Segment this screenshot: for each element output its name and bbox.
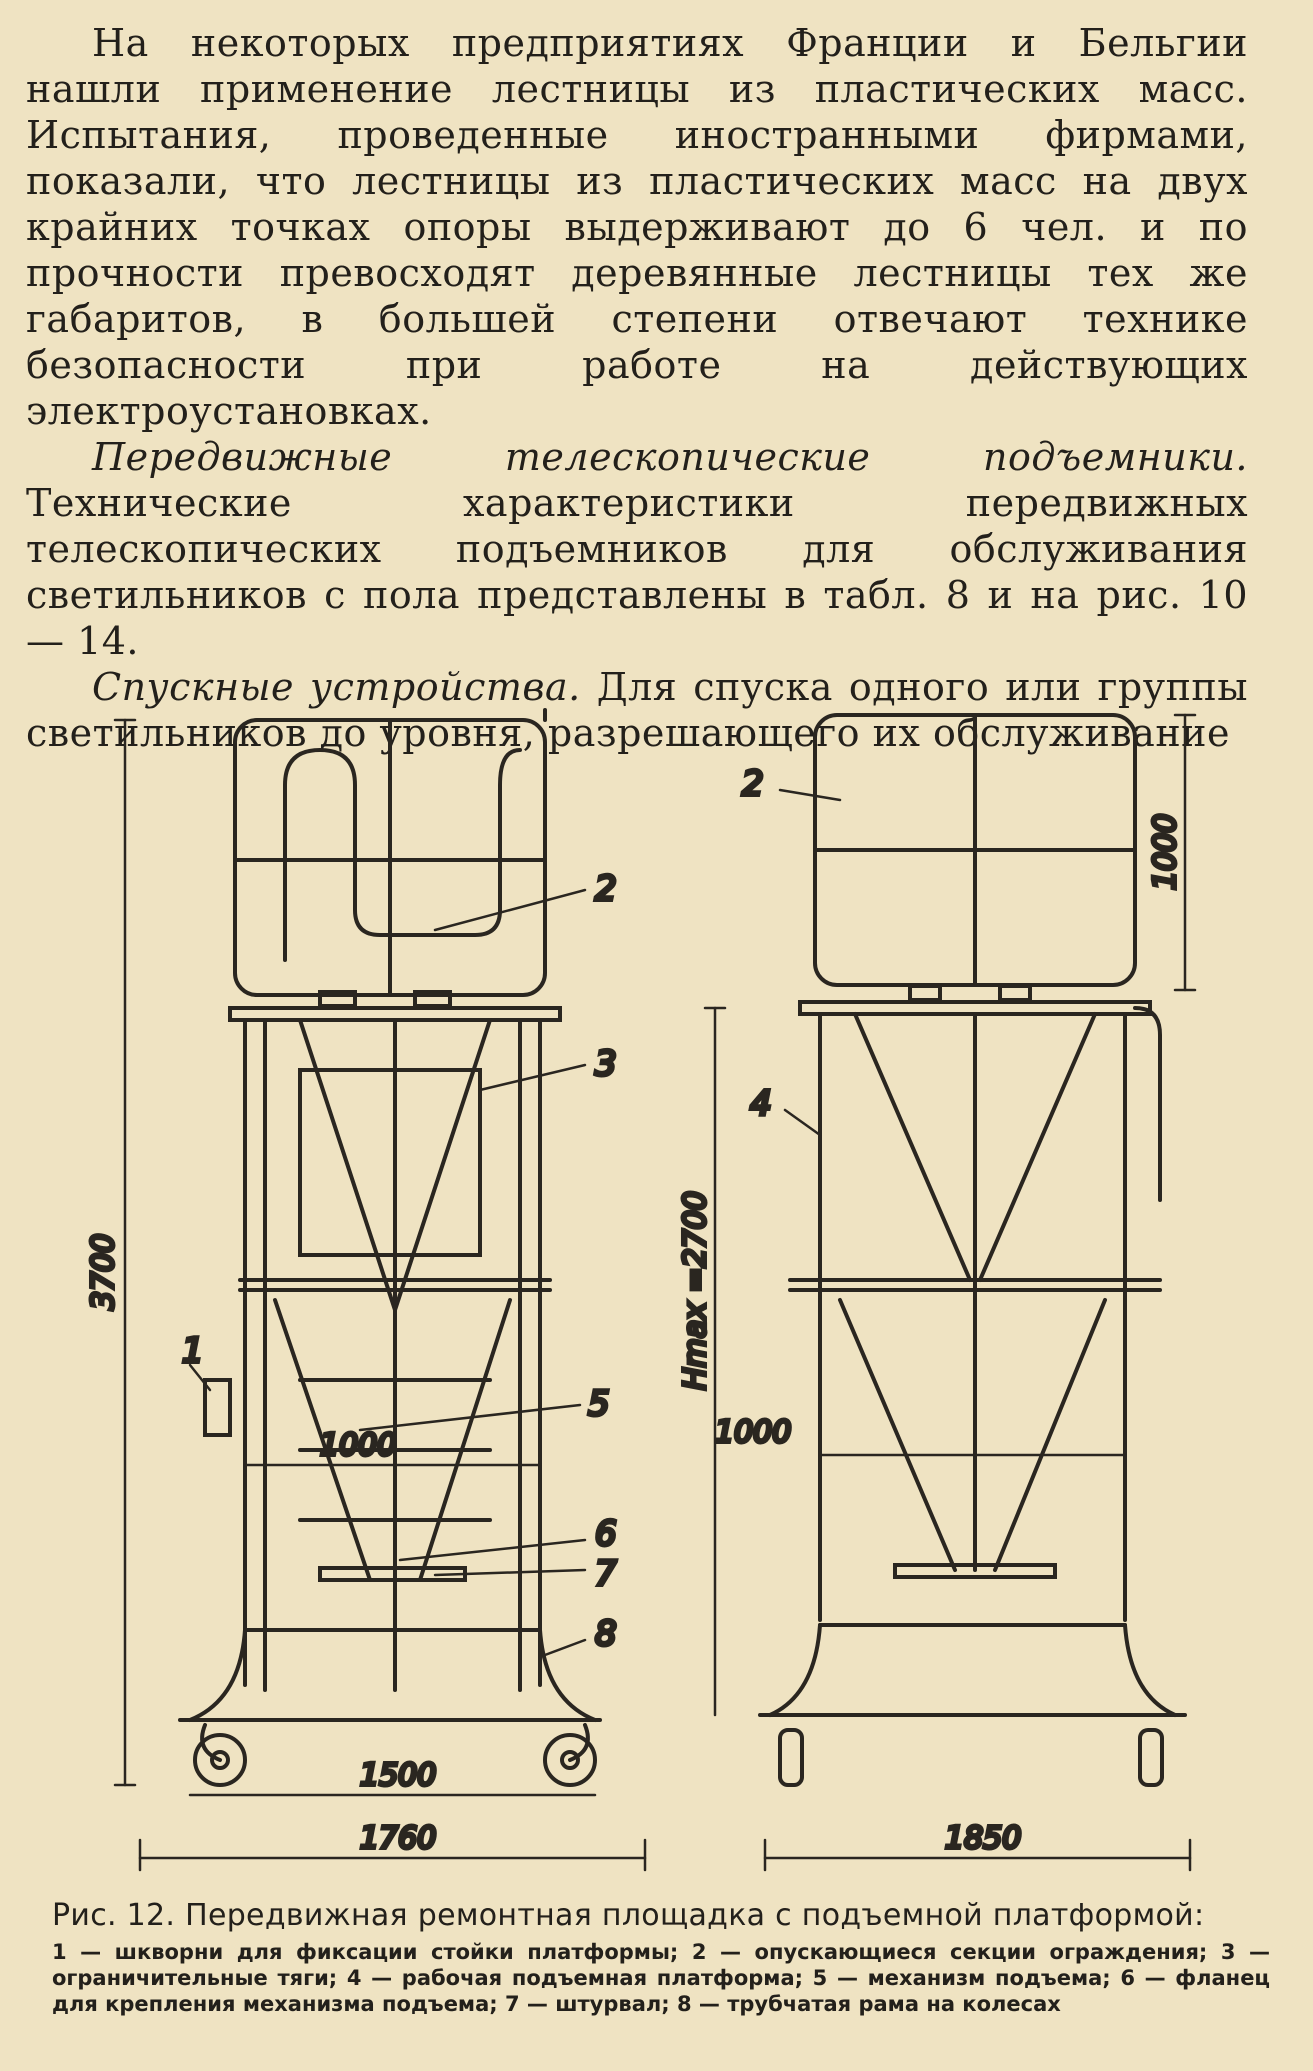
label-2: 2 — [595, 869, 617, 909]
label-6: 6 — [595, 1514, 617, 1554]
wheel-hub — [560, 1750, 580, 1770]
inner-frame — [298, 1068, 482, 1257]
paragraph-text: На некоторых предприятиях Франции и Бель… — [26, 21, 1248, 433]
figure-12-drawing: 1 2 3 5 6 7 8 2 4 3700 Hmax =2700 1000 1… — [80, 690, 1260, 1895]
figure-caption: Рис. 12. Передвижная ремонтная площадка … — [26, 1897, 1270, 2017]
wheel-fork — [568, 1723, 590, 1762]
pin-housing — [203, 1378, 232, 1437]
guard-inner-loop — [283, 747, 522, 962]
paragraph-text: Для спуска одного или группы светильнико… — [26, 665, 1248, 755]
dim-3700: 3700 — [86, 1234, 121, 1310]
brace — [853, 1012, 972, 1282]
label-4: 4 — [750, 1084, 772, 1124]
paragraph-2: Передвижные телескопические подъемники. … — [26, 434, 1248, 664]
paragraph-3: Спускные устройства. Для спуска одного и… — [26, 664, 1248, 756]
hinge-block — [318, 990, 357, 1008]
wheel-hub — [210, 1750, 230, 1770]
brace — [978, 1012, 1097, 1282]
paragraph-1: На некоторых предприятиях Франции и Бель… — [26, 20, 1248, 434]
handle-hook — [1133, 1006, 1162, 1202]
paragraph-lead: Спускные устройства. — [92, 665, 581, 709]
lower-brace — [993, 1298, 1107, 1572]
leg-curve — [768, 1623, 822, 1717]
label-1: 1 — [182, 1331, 204, 1371]
paragraph-lead: Передвижные телескопические подъемники. — [92, 435, 1248, 479]
left-view — [113, 708, 647, 1872]
label-5: 5 — [588, 1384, 610, 1424]
dim-1760: 1760 — [360, 1821, 436, 1856]
wheel — [193, 1733, 247, 1787]
right-view — [703, 713, 1197, 1872]
paragraph-text: Технические характеристики передвижных т… — [26, 481, 1248, 663]
wheel — [543, 1733, 597, 1787]
leg-curve — [538, 1628, 597, 1722]
leg-curve — [1123, 1623, 1177, 1717]
hinge-block — [998, 984, 1032, 1002]
brace — [393, 1018, 492, 1312]
hinge-block — [413, 990, 452, 1008]
dim-hmax: Hmax =2700 — [678, 1191, 713, 1390]
label-8: 8 — [595, 1614, 617, 1654]
wheel — [1138, 1728, 1164, 1787]
dim-rail-1000: 1000 — [1148, 814, 1183, 890]
hinge-block — [908, 984, 942, 1002]
caption-legend: 1 — шкворни для фиксации стойки платформ… — [52, 1940, 1270, 2016]
label-7: 7 — [595, 1554, 617, 1594]
dim-1000-right: 1000 — [715, 1415, 791, 1450]
caption-title: Рис. 12. Передвижная ремонтная площадка … — [52, 1898, 1205, 1933]
lower-brace — [273, 1298, 372, 1582]
dim-1000-left: 1000 — [320, 1428, 396, 1463]
wheel-fork — [200, 1723, 222, 1762]
label-3: 3 — [595, 1044, 617, 1084]
dim-1500: 1500 — [360, 1758, 436, 1793]
brace — [298, 1018, 397, 1312]
lower-brace — [838, 1298, 957, 1572]
dim-1850: 1850 — [945, 1821, 1021, 1856]
wheel — [778, 1728, 804, 1787]
technical-drawing: 1 2 3 5 6 7 8 2 4 3700 Hmax =2700 1000 1… — [84, 708, 1197, 1872]
lower-brace — [418, 1298, 512, 1582]
body-text: На некоторых предприятиях Франции и Бель… — [26, 20, 1248, 756]
handwheel — [893, 1563, 1057, 1579]
label-2-right: 2 — [742, 764, 764, 804]
leg-curve — [188, 1628, 247, 1722]
